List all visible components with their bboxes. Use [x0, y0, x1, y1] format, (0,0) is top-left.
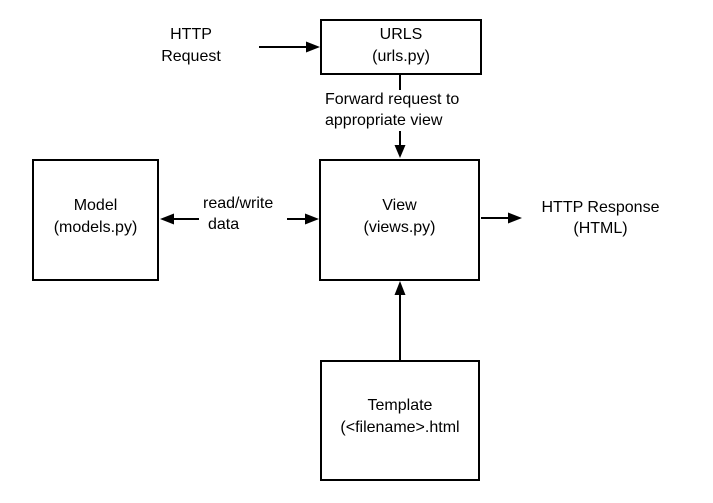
http-response-label-line1: HTTP Response	[541, 199, 660, 216]
template-box-subtitle: (<filename>.html	[340, 419, 460, 436]
model-box-subtitle: (models.py)	[53, 218, 138, 236]
model-box-title: Model	[73, 196, 118, 214]
view-box: View (views.py)	[319, 159, 480, 281]
template-box-title: Template	[367, 397, 433, 414]
http-response-label-line2: (HTML)	[573, 220, 628, 237]
model-box: Model (models.py)	[32, 159, 159, 281]
read-write-data-label-line1: read/write	[203, 195, 274, 212]
view-box-subtitle: (views.py)	[363, 218, 436, 236]
http-request-label-line1: HTTP	[170, 26, 212, 43]
arrow-template-to-view	[394, 281, 406, 360]
view-box-title: View	[382, 196, 417, 214]
urls-box: URLS (urls.py)	[320, 19, 482, 75]
urls-box-subtitle: (urls.py)	[372, 47, 430, 65]
arrow-view-to-response	[481, 212, 522, 224]
arrow-view-to-model	[160, 213, 199, 225]
read-write-data-label: read/write data	[203, 193, 273, 235]
connector-urls-to-view	[394, 75, 406, 158]
arrow-http-request-to-urls	[259, 41, 320, 53]
http-request-label: HTTP Request	[131, 24, 251, 68]
forward-request-label: Forward request to appropriate view	[325, 89, 459, 131]
http-response-label: HTTP Response (HTML)	[527, 197, 674, 239]
http-request-label-line2: Request	[161, 48, 221, 65]
template-box: Template (<filename>.html	[320, 360, 480, 481]
forward-request-label-line2: appropriate view	[325, 112, 443, 129]
urls-box-title: URLS	[379, 25, 423, 43]
arrow-model-to-view	[287, 213, 319, 225]
forward-request-label-line1: Forward request to	[325, 91, 460, 108]
read-write-data-label-line2: data	[208, 216, 240, 233]
